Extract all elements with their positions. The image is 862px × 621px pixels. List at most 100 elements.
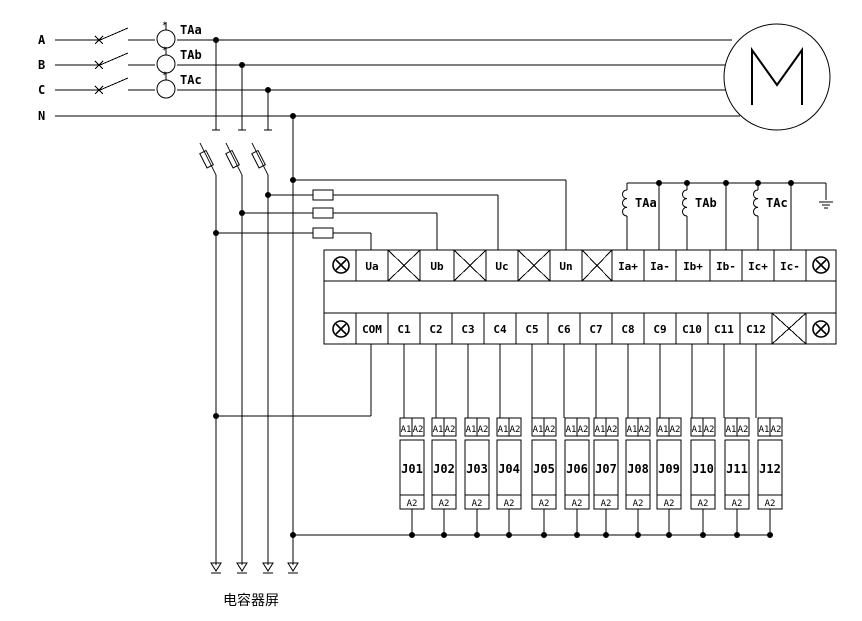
svg-text:A1: A1 bbox=[759, 425, 770, 435]
fuse-disconnect-icon bbox=[199, 142, 217, 176]
junction-dot bbox=[265, 192, 271, 198]
svg-text:A2: A2 bbox=[578, 425, 589, 435]
voltage-feeders bbox=[213, 177, 567, 419]
svg-text:A1: A1 bbox=[401, 425, 412, 435]
fuse-disconnect-icon bbox=[251, 142, 269, 176]
junction-dot bbox=[700, 532, 706, 538]
contactor-label: J11 bbox=[726, 462, 748, 476]
terminal-label: Uc bbox=[495, 260, 508, 273]
svg-text:A2: A2 bbox=[670, 425, 681, 435]
terminal-label: Ua bbox=[365, 260, 378, 273]
junction-dot bbox=[767, 532, 773, 538]
junction-dot bbox=[441, 532, 447, 538]
svg-text:A2: A2 bbox=[439, 499, 450, 509]
junction-dot bbox=[574, 532, 580, 538]
ct-label-tab: TAb bbox=[180, 48, 202, 62]
contactor-label: J05 bbox=[533, 462, 555, 476]
svg-text:A2: A2 bbox=[664, 499, 675, 509]
svg-text:A2: A2 bbox=[504, 499, 515, 509]
svg-text:A2: A2 bbox=[765, 499, 776, 509]
terminal-label: Ub bbox=[430, 260, 444, 273]
junction-dot bbox=[290, 532, 296, 538]
ct-secondary-label: TAb bbox=[695, 196, 717, 210]
phase-label-c: C bbox=[38, 83, 45, 97]
contactor-label: J10 bbox=[692, 462, 714, 476]
polarity-mark: * bbox=[162, 21, 167, 31]
fuse-icon bbox=[312, 207, 334, 219]
svg-text:A2: A2 bbox=[510, 425, 521, 435]
svg-text:A1: A1 bbox=[692, 425, 703, 435]
svg-text:A1: A1 bbox=[498, 425, 509, 435]
output-label-c2: C2 bbox=[429, 323, 442, 336]
terminal-label: Un bbox=[559, 260, 572, 273]
svg-text:A2: A2 bbox=[639, 425, 650, 435]
ct-secondary-wiring: TAa TAb TAc bbox=[622, 180, 833, 250]
contactor-label: J06 bbox=[566, 462, 588, 476]
phase-label-n: N bbox=[38, 109, 45, 123]
junction-dot bbox=[603, 532, 609, 538]
junction-dot bbox=[666, 532, 672, 538]
svg-text:A1: A1 bbox=[566, 425, 577, 435]
contactor-label: J04 bbox=[498, 462, 520, 476]
junction-dot bbox=[239, 210, 245, 216]
fuse-disconnect-icon bbox=[225, 142, 243, 176]
down-arrow-icon bbox=[262, 562, 274, 572]
junction-dot bbox=[506, 532, 512, 538]
junction-dot bbox=[213, 230, 219, 236]
fuse-icon bbox=[312, 227, 334, 239]
junction-dot bbox=[409, 532, 415, 538]
output-label-c1: C1 bbox=[397, 323, 411, 336]
ct-secondary-label: TAa bbox=[635, 196, 657, 210]
polarity-mark: * bbox=[162, 71, 167, 81]
ct-label-taa: TAa bbox=[180, 23, 202, 37]
junction-dot bbox=[723, 180, 729, 186]
svg-text:A1: A1 bbox=[595, 425, 606, 435]
phase-label-a: A bbox=[38, 33, 46, 47]
phase-label-b: B bbox=[38, 58, 45, 72]
output-label-c6: C6 bbox=[557, 323, 571, 336]
screw-terminal-icon bbox=[812, 320, 830, 338]
screw-terminal-icon bbox=[812, 256, 830, 274]
junction-dot bbox=[290, 177, 296, 183]
com-terminal-label: COM bbox=[362, 323, 382, 336]
contactor-label: J02 bbox=[433, 462, 455, 476]
svg-text:A1: A1 bbox=[658, 425, 669, 435]
output-label-c4: C4 bbox=[493, 323, 507, 336]
ct-secondary-label: TAc bbox=[766, 196, 788, 210]
ground-icon bbox=[819, 201, 833, 209]
contactor-label: J12 bbox=[759, 462, 781, 476]
junction-dot bbox=[541, 532, 547, 538]
output-label-c3: C3 bbox=[461, 323, 474, 336]
output-label-c11: C11 bbox=[714, 323, 734, 336]
terminal-label: Ic- bbox=[780, 260, 800, 273]
ct-coil-icon bbox=[753, 189, 759, 217]
junction-dot bbox=[635, 532, 641, 538]
junction-dot bbox=[213, 413, 219, 419]
current-transformer-icon bbox=[156, 72, 176, 99]
svg-text:A2: A2 bbox=[704, 425, 715, 435]
svg-text:A1: A1 bbox=[433, 425, 444, 435]
junction-dot bbox=[734, 532, 740, 538]
terminal-label: Ib+ bbox=[683, 260, 703, 273]
capacitor-panel-label: 电容器屏 bbox=[223, 592, 279, 609]
svg-text:A2: A2 bbox=[732, 499, 743, 509]
svg-text:A2: A2 bbox=[407, 499, 418, 509]
svg-text:A2: A2 bbox=[572, 499, 583, 509]
output-label-c12: C12 bbox=[746, 323, 766, 336]
output-label-c10: C10 bbox=[682, 323, 702, 336]
terminal-label: Ia- bbox=[650, 260, 670, 273]
svg-text:A1: A1 bbox=[726, 425, 737, 435]
contactor-label: J07 bbox=[595, 462, 617, 476]
svg-text:A2: A2 bbox=[698, 499, 709, 509]
